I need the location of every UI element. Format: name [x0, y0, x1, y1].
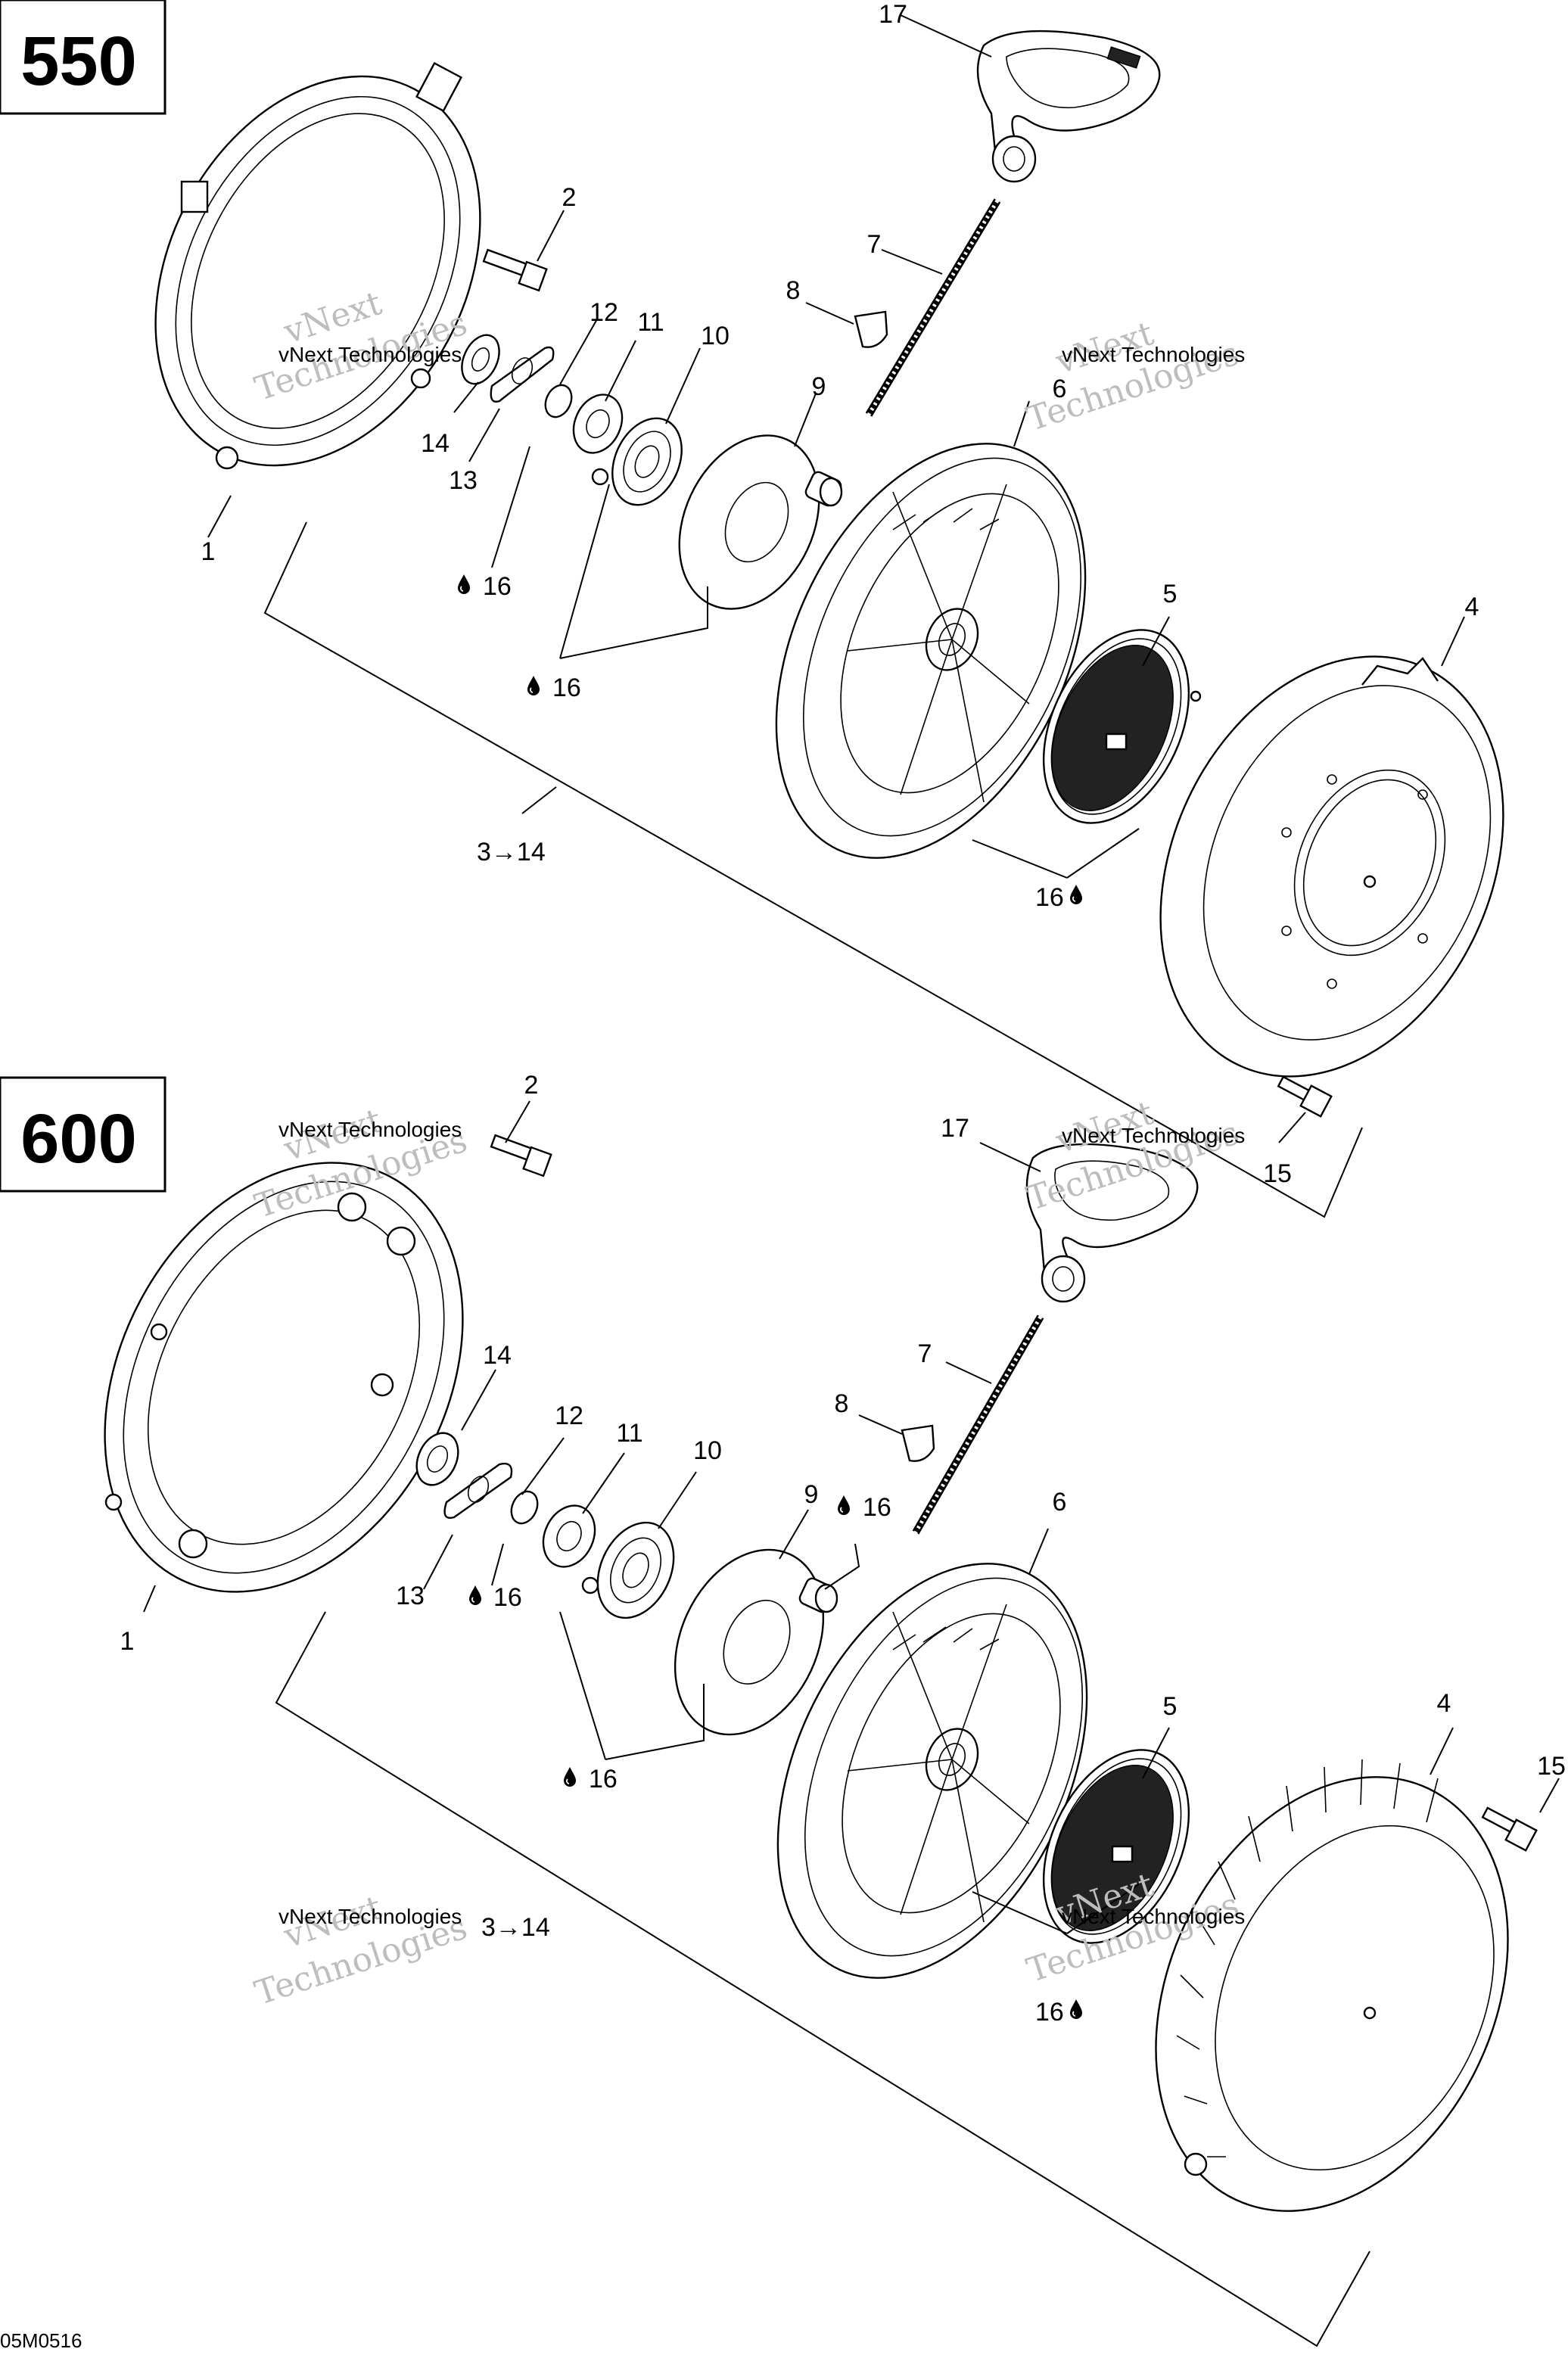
callouts-600: 2 17 7 14 8 12 11 10 9 16 6 13 16 1 16 5… — [120, 1071, 1566, 2027]
callout-11: 11 — [616, 1419, 642, 1448]
callout-4: 4 — [1437, 1689, 1451, 1718]
part-17-rope-handle — [1025, 1143, 1199, 1303]
part-14-washer — [461, 334, 500, 385]
callout-9: 9 — [812, 372, 826, 401]
callout-8: 8 — [786, 276, 801, 305]
part-4-starter-cover — [1159, 655, 1504, 1078]
callouts-550: 17 2 7 8 12 11 10 9 6 14 13 1 5 4 16 16 … — [201, 0, 1479, 1188]
watermark-inline: vNext Technologies — [278, 1905, 462, 1928]
part-9-ratchet — [678, 434, 843, 610]
part-12-washer — [544, 384, 573, 418]
callout-12: 12 — [590, 298, 618, 327]
callout-16-c: 16 — [1035, 883, 1064, 912]
part-5-recoil-spring — [1042, 629, 1202, 824]
callout-7: 7 — [867, 230, 882, 259]
callout-16-c: 16 — [589, 1765, 618, 1793]
callout-16-b: 16 — [493, 1583, 522, 1612]
model-label: 600 — [20, 1100, 137, 1178]
callout-14: 14 — [483, 1341, 512, 1370]
part-6-rope-pulley — [776, 1563, 1088, 1979]
oil-drop-icon — [1069, 1999, 1083, 2020]
part-10-friction-spring — [591, 417, 683, 506]
callout-10: 10 — [693, 1436, 722, 1465]
callout-kit: 3→14 — [481, 1913, 550, 1942]
diagram-550: 550 — [0, 0, 1504, 1218]
part-1-starter-base — [154, 61, 481, 470]
callout-5: 5 — [1163, 1692, 1178, 1721]
callout-17: 17 — [941, 1114, 969, 1143]
part-8-key — [901, 1424, 935, 1462]
callout-12: 12 — [555, 1401, 583, 1430]
watermark-inline: vNext Technologies — [278, 1118, 462, 1141]
part-11-bushing — [572, 394, 624, 454]
callout-8: 8 — [835, 1389, 849, 1418]
part-15-bolt — [1277, 1075, 1333, 1118]
part-14-washer — [415, 1432, 459, 1486]
oil-drop-icon — [457, 574, 471, 595]
model-label-box — [0, 0, 166, 115]
callout-16-a: 16 — [863, 1493, 891, 1522]
callout-15: 15 — [1537, 1752, 1566, 1781]
diagram-600: 600 — [0, 1071, 1566, 2347]
watermark-inline: vNext Technologies — [1062, 1124, 1245, 1147]
callout-16-a: 16 — [483, 572, 512, 601]
watermark-inline: vNext Technologies — [1062, 1905, 1245, 1928]
part-4-starter-cover — [1155, 1759, 1509, 2212]
model-label-box — [0, 1076, 166, 1193]
callout-16-b: 16 — [552, 674, 581, 702]
leader-lines — [207, 14, 1465, 1218]
part-9-ratchet — [674, 1548, 838, 1736]
part-17-rope-handle — [976, 30, 1161, 183]
callout-15: 15 — [1263, 1159, 1292, 1188]
model-label: 550 — [20, 23, 137, 100]
callout-14: 14 — [421, 429, 450, 458]
part-12-washer — [510, 1490, 539, 1525]
callout-16-d: 16 — [1035, 1998, 1064, 2027]
callout-9: 9 — [804, 1480, 819, 1509]
watermark: vNext Technologies — [250, 1888, 472, 2013]
callout-1: 1 — [120, 1627, 135, 1656]
part-7-starter-rope — [912, 1314, 1044, 1535]
callout-6: 6 — [1053, 1488, 1067, 1517]
oil-drop-icon — [527, 675, 540, 696]
watermark-inline: vNext Technologies — [1062, 343, 1245, 366]
part-7-starter-rope — [865, 198, 1001, 417]
callout-2: 2 — [524, 1071, 539, 1100]
callout-13: 13 — [449, 466, 478, 495]
oil-drop-icon — [1069, 884, 1083, 905]
part-6-rope-pulley — [775, 443, 1087, 859]
callout-17: 17 — [879, 0, 907, 29]
callout-kit: 3→14 — [477, 838, 546, 866]
part-2-bolt — [490, 1134, 552, 1178]
leader-lines — [143, 1100, 1560, 2347]
callout-13: 13 — [396, 1582, 425, 1610]
callout-10: 10 — [701, 322, 730, 350]
callout-4: 4 — [1465, 593, 1479, 621]
callout-6: 6 — [1053, 375, 1067, 403]
part-2-bolt — [482, 248, 548, 292]
part-10-friction-spring — [581, 1521, 675, 1619]
oil-drop-icon — [563, 1766, 577, 1787]
callout-5: 5 — [1163, 580, 1178, 608]
part-11-bushing — [542, 1504, 596, 1568]
part-15-bolt — [1481, 1806, 1538, 1852]
callout-7: 7 — [918, 1339, 932, 1368]
part-13-plate — [490, 346, 555, 403]
part-13-plate — [443, 1462, 513, 1519]
figure-reference: 05M0516 — [0, 2329, 82, 2352]
oil-drop-icon — [837, 1495, 851, 1516]
watermark-inline: vNext Technologies — [278, 343, 462, 366]
callout-11: 11 — [637, 308, 664, 337]
part-1-starter-base — [104, 1162, 464, 1593]
callout-2: 2 — [562, 183, 577, 212]
callout-1: 1 — [201, 537, 216, 566]
part-5-recoil-spring — [1042, 1749, 1190, 1944]
part-8-key — [854, 310, 888, 348]
oil-drop-icon — [468, 1585, 482, 1606]
